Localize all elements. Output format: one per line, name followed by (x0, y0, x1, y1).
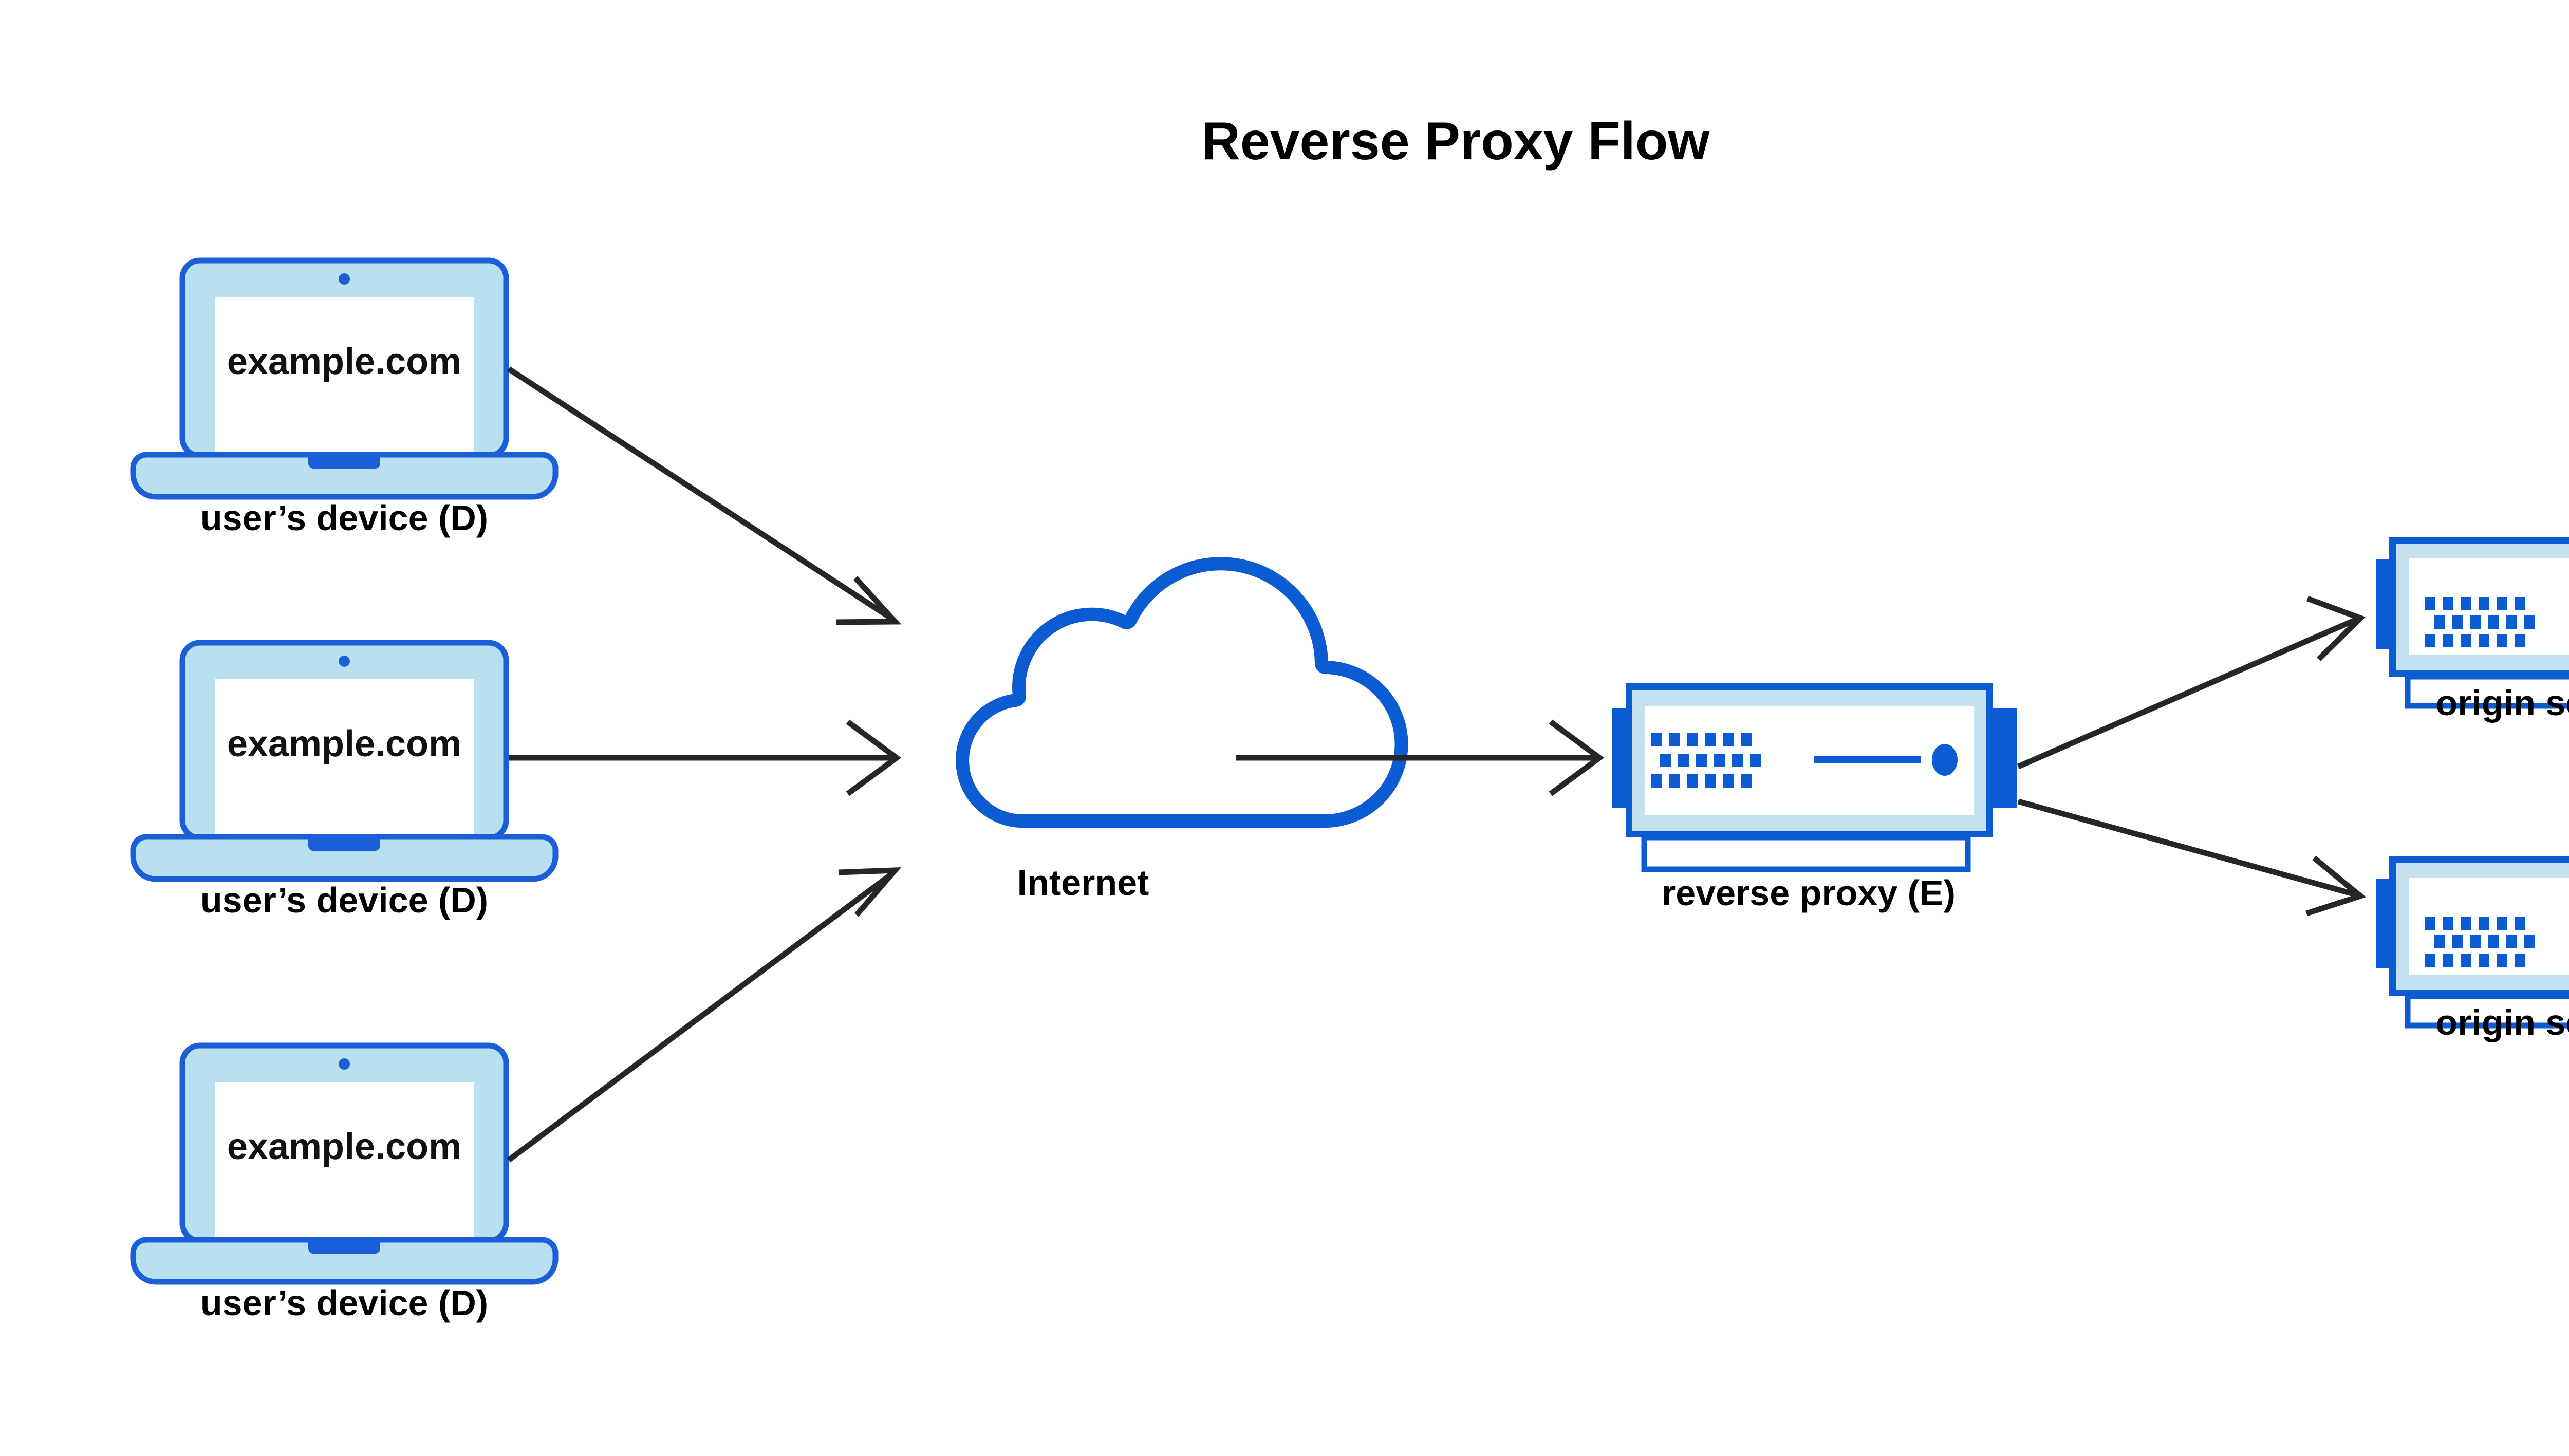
client-laptop-2[interactable]: example.com (130, 640, 559, 882)
webcam-icon (339, 656, 350, 667)
flow-arrow-client1-to-internet (507, 366, 902, 625)
flow-arrow-proxy-to-origin2 (2017, 798, 2367, 917)
browser-url-text: example.com (227, 341, 461, 382)
browser-url-text: example.com (227, 723, 461, 764)
flow-arrow-internet-to-proxy (1236, 719, 1605, 796)
browser-url-text: example.com (227, 1126, 461, 1167)
server-vent-dots (2425, 597, 2535, 647)
server-shelf (2405, 993, 2569, 1029)
flow-arrow-client2-to-internet (509, 719, 902, 796)
page-title: Reverse Proxy Flow (1202, 111, 1710, 171)
server-vent-dots (1651, 733, 1761, 788)
origin-server-2[interactable] (2376, 856, 2569, 1029)
cloud-icon (956, 557, 1408, 828)
origin-server-1-label: origin server (F) (2436, 683, 2569, 723)
client-laptop-3-label: user’s device (D) (200, 1283, 488, 1323)
server-indicator-icon (1932, 744, 1958, 776)
origin-server-1[interactable] (2376, 537, 2569, 709)
client-laptop-2-label: user’s device (D) (200, 880, 488, 920)
flow-arrow-proxy-to-origin1 (2017, 595, 2366, 770)
origin-server-2-label: origin server (F) (2436, 1002, 2569, 1042)
client-laptop-1-label: user’s device (D) (200, 498, 488, 538)
internet-label: Internet (1017, 863, 1149, 903)
server-vent-dots (2425, 917, 2535, 967)
flow-arrow-client3-to-internet (507, 867, 902, 1163)
server-shelf (2405, 674, 2569, 709)
reverse-proxy-label: reverse proxy (E) (1662, 873, 1956, 913)
client-laptop-3[interactable]: example.com (130, 1042, 559, 1285)
webcam-icon (339, 273, 350, 285)
webcam-icon (339, 1058, 350, 1070)
internet-cloud[interactable] (956, 557, 1408, 828)
server-shelf (1641, 834, 1971, 872)
reverse-proxy-server[interactable] (1612, 683, 2017, 872)
client-laptop-1[interactable]: example.com (130, 257, 559, 500)
